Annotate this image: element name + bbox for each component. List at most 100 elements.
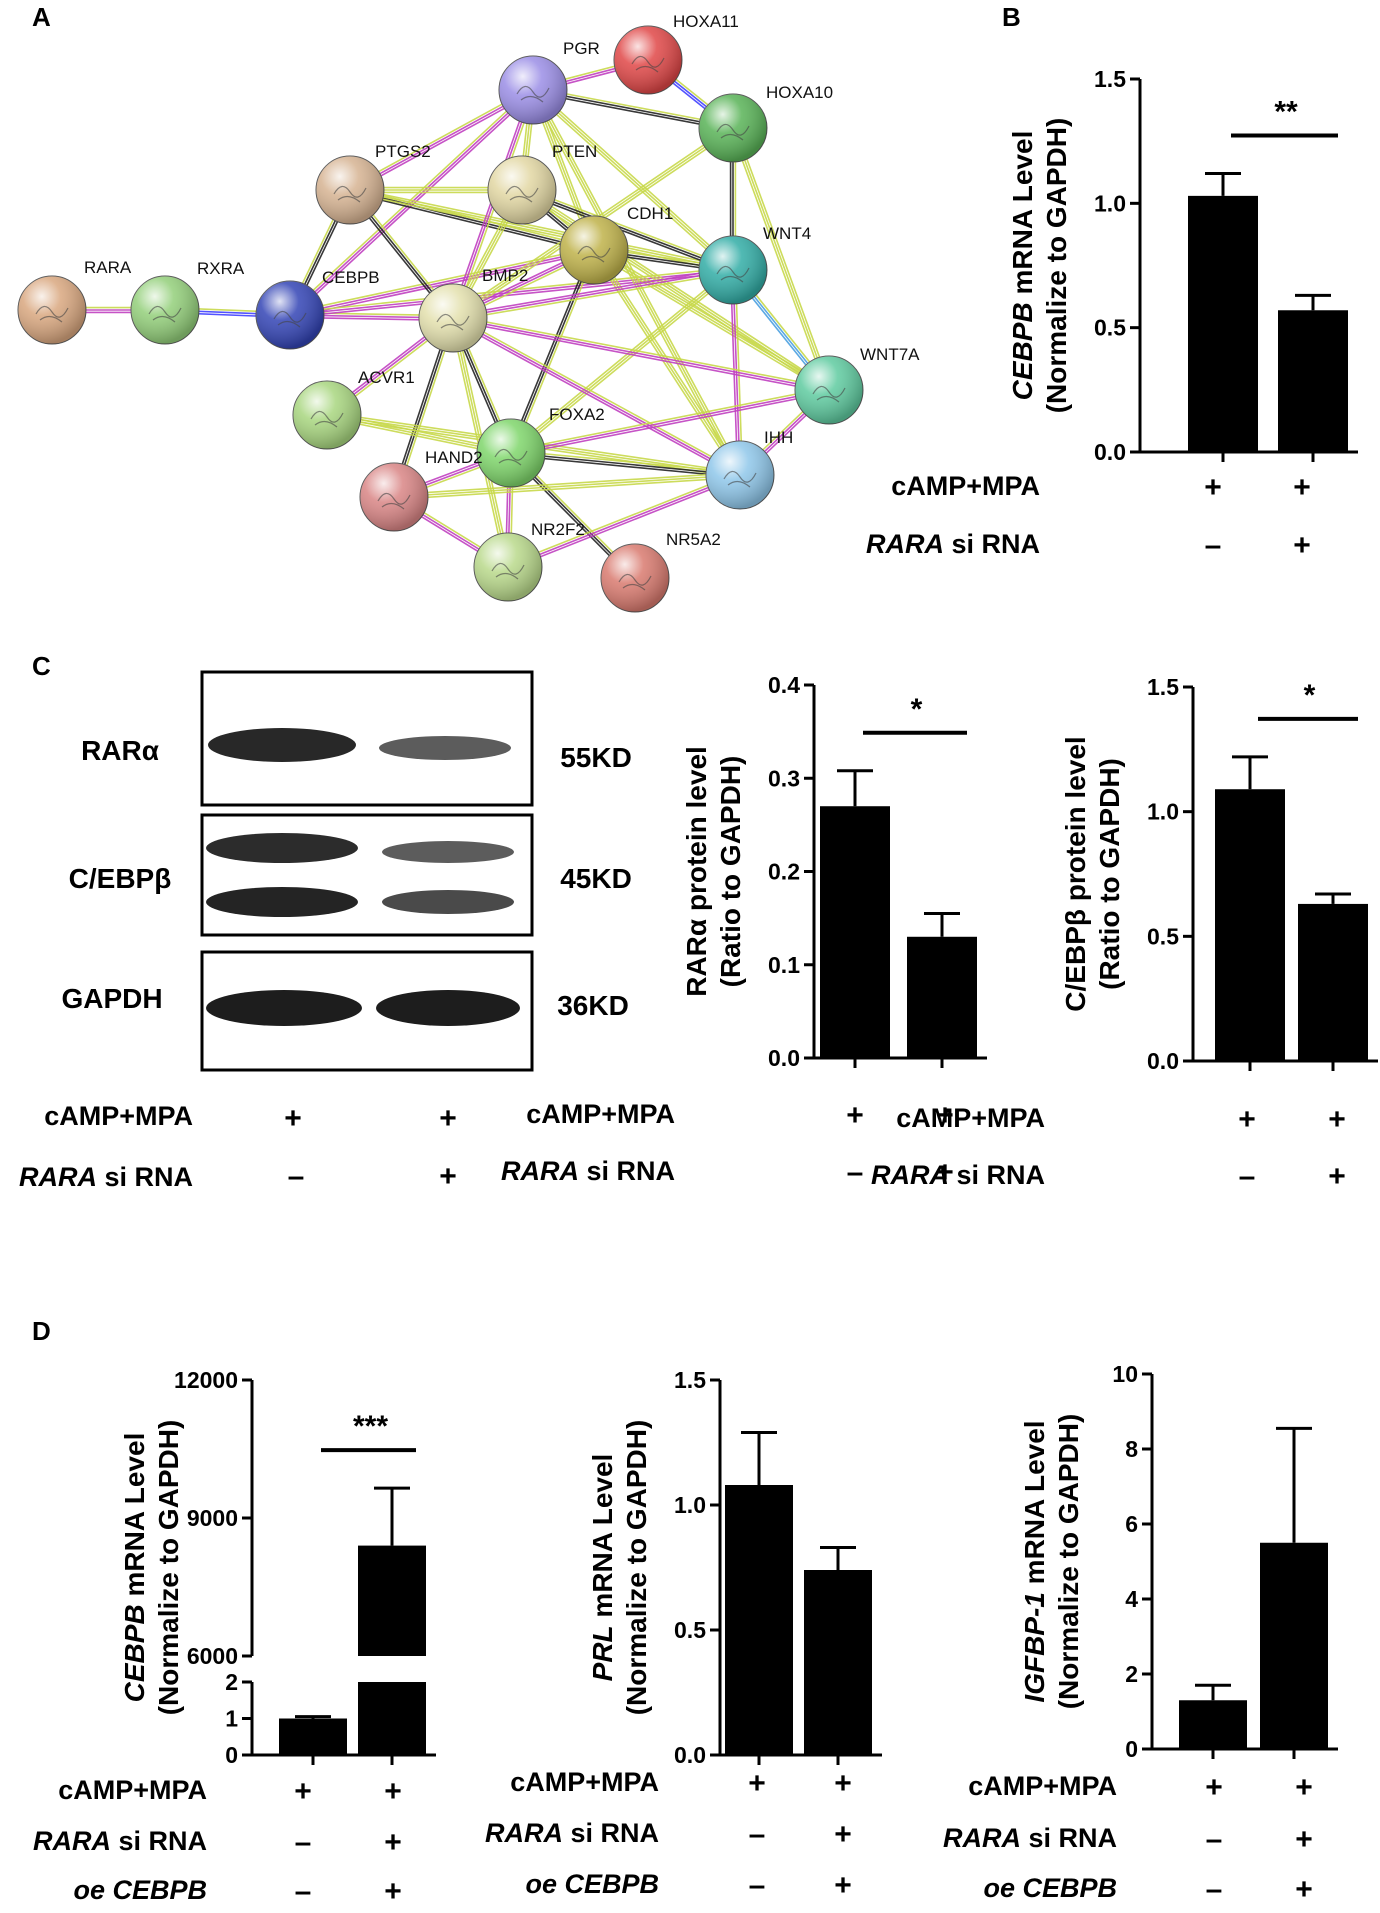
network-node-label: RARA (84, 258, 132, 277)
network-node-structure-icon (716, 265, 750, 283)
network-edge-line (522, 187, 735, 269)
panel-label-c: C (32, 651, 51, 681)
condition-gene: oe CEBPB (73, 1875, 207, 1905)
network-edge-foxa2-ihh (510, 449, 741, 479)
network-edge-line (520, 191, 733, 273)
blot-band-cebpb-1a (206, 833, 358, 863)
network-node-structure-icon (377, 492, 411, 510)
network-node-shading (706, 441, 774, 509)
network-edge-line (291, 91, 536, 318)
panel-label-d: D (32, 1316, 51, 1346)
condition-sign: + (1293, 529, 1311, 562)
network-edge-line (349, 189, 734, 271)
network-edge-pten-wnt4 (520, 187, 735, 273)
blot-cond-rara-gene: RARA (19, 1162, 97, 1192)
network-edge-line (349, 89, 534, 191)
network-edge-line (451, 319, 740, 478)
network-node-shading (316, 156, 384, 224)
network-edge-line (530, 91, 732, 273)
network-node-shading (601, 544, 669, 612)
bar (1278, 310, 1348, 452)
y-tick-label: 0.4 (768, 672, 800, 698)
network-node-nr5a2: NR5A2 (600, 530, 721, 613)
condition-sign: + (1204, 471, 1222, 504)
network-node-structure-icon (436, 313, 470, 331)
network-node-shading (499, 56, 567, 124)
y-axis-label: CEBPB mRNA Level (119, 1433, 150, 1703)
blot-band-gapdh-1 (206, 990, 362, 1026)
condition-label-rara: RARA si RNA (501, 1156, 675, 1186)
network-edge-line (349, 191, 594, 254)
y-axis-label-text: C/EBPβ protein level (1060, 736, 1091, 1011)
western-blot: RARα C/EBPβ GAPDH 55KD 45KD 36KD cAMP+MP… (19, 670, 632, 1193)
network-node-structure-icon (494, 448, 528, 466)
condition-sign: – (749, 1869, 766, 1902)
y-axis-label-line2: (Ratio to GAPDH) (1094, 758, 1125, 990)
y-tick-label: 8 (1125, 1436, 1138, 1462)
condition-gene: RARA (871, 1160, 949, 1190)
blot-protein-rara: RARα (81, 735, 159, 766)
condition-label-rara: RARA si RNA (943, 1823, 1117, 1853)
network-node-hand2: HAND2 (359, 448, 483, 532)
network-node-shading (795, 356, 863, 424)
network-edge-line (510, 249, 595, 454)
condition-sign: + (1328, 1160, 1346, 1193)
y-tick-label: 9000 (187, 1505, 238, 1531)
y-axis-label-text: mRNA Level (587, 1454, 618, 1626)
network-edge-line (594, 247, 831, 389)
panel-label-b: B (1002, 2, 1021, 32)
chart-c2: 0.00.51.01.5*C/EBPβ protein level(Ratio … (871, 674, 1378, 1193)
network-node-structure-icon (812, 385, 846, 403)
network-node-cebpb: CEBPB (255, 268, 380, 350)
condition-gene: RARA (485, 1818, 563, 1848)
network-edge-line (394, 476, 741, 501)
network-edge-line (510, 389, 830, 454)
network-node-hoxa10: HOXA10 (698, 83, 833, 163)
condition-gene: RARA (33, 1826, 111, 1856)
blot-sign-rara-1: – (288, 1160, 305, 1193)
bar (1188, 195, 1258, 452)
network-edge-line (289, 249, 595, 316)
network-node-nr2f2: NR2F2 (473, 520, 585, 602)
network-edge-pgr-wnt4 (530, 87, 736, 273)
bar (725, 1485, 793, 1755)
y-tick-label: 0.3 (768, 765, 800, 791)
y-axis-label: PRL mRNA Level (587, 1454, 618, 1682)
y-axis-label-line2: (Normalize to GAPDH) (621, 1420, 652, 1716)
condition-suffix: si RNA (579, 1156, 675, 1186)
network-node-label: HOXA11 (673, 12, 739, 31)
condition-sign: – (295, 1875, 312, 1908)
y-tick-label: 1.5 (1147, 674, 1179, 700)
y-axis-label-line2: (Normalize to GAPDH) (1053, 1414, 1084, 1710)
network-edge-line (393, 471, 740, 496)
blot-sign-camp-1: + (284, 1102, 302, 1135)
condition-suffix: si RNA (111, 1826, 207, 1856)
y-axis-label-text: mRNA Level (1019, 1420, 1050, 1592)
network-node-shading (419, 284, 487, 352)
blot-size-cebpb: 45KD (560, 863, 632, 894)
network-node-label: WNT4 (763, 224, 811, 243)
condition-label-oe: oe CEBPB (73, 1875, 207, 1905)
network-edge-cdh1-wnt7a (592, 247, 831, 393)
significance-stars: *** (353, 1410, 388, 1443)
network-edge-line (593, 249, 830, 391)
network-node-pten: PTEN (487, 142, 597, 225)
network-edge-line (350, 91, 535, 193)
network-edge-hoxa10-wnt7a (729, 126, 833, 392)
network-node-shading (699, 236, 767, 304)
condition-sign: + (1205, 1771, 1223, 1804)
network-edge-line (289, 246, 594, 314)
network-node-acvr1: ACVR1 (292, 368, 415, 450)
panel-label-a: A (32, 2, 51, 32)
y-tick-label: 6 (1125, 1511, 1138, 1537)
network-edge-line (510, 386, 829, 452)
y-axis-label-gene: PRL (587, 1625, 618, 1681)
network-node-structure-icon (273, 310, 307, 328)
y-tick-label: 1.0 (674, 1492, 706, 1518)
network-node-shading (614, 26, 682, 94)
network-node-label: PTGS2 (375, 142, 431, 161)
y-tick-label: 1.5 (674, 1367, 706, 1393)
